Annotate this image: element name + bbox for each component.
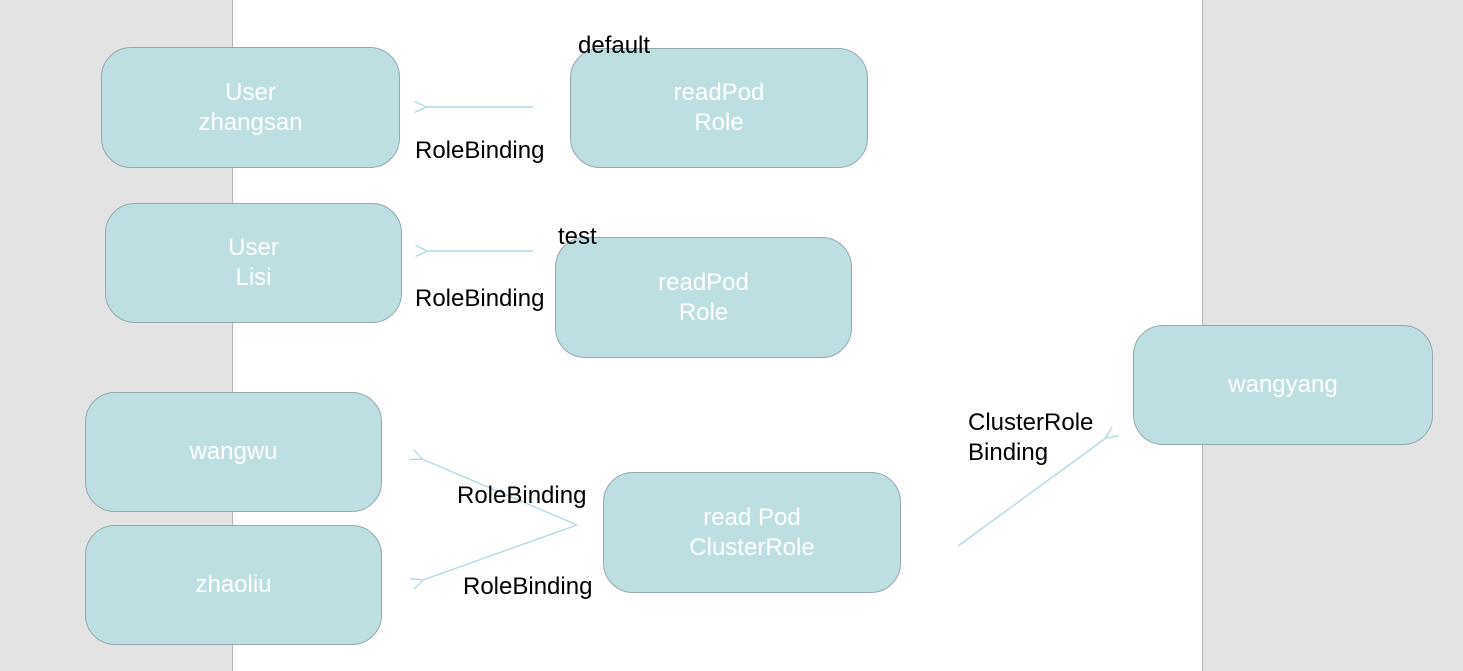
node-wangwu[interactable]: wangwu: [85, 392, 382, 512]
node-label-line: ClusterRole: [689, 533, 815, 561]
node-label-line: zhangsan: [198, 108, 303, 136]
label-rolebinding-wangwu[interactable]: RoleBinding: [457, 482, 587, 509]
label-clusterrolebinding-line1: ClusterRole: [968, 409, 1094, 436]
node-label-line: wangwu: [189, 438, 278, 465]
label-rolebinding-zhaoliu[interactable]: RoleBinding: [463, 573, 593, 600]
connector-clusterrolebinding-wangyang[interactable]: [957, 438, 1106, 547]
label-clusterrolebinding-line2: Binding: [968, 439, 1049, 466]
node-label-line: readPod: [673, 79, 765, 106]
node-label-line: User: [225, 78, 276, 106]
label-rolebinding-lisi[interactable]: RoleBinding: [415, 285, 545, 312]
label-clusterrolebinding[interactable]: ClusterRole Binding: [968, 408, 1093, 468]
node-readpod-role-default[interactable]: readPod Role: [570, 48, 868, 168]
node-readpod-clusterrole[interactable]: read Pod ClusterRole: [603, 472, 901, 593]
label-namespace-test[interactable]: test: [558, 223, 597, 250]
label-namespace-default[interactable]: default: [578, 32, 651, 59]
node-label-line: readPod: [658, 268, 749, 296]
node-wangyang[interactable]: wangyang: [1133, 325, 1433, 445]
node-readpod-role-test[interactable]: readPod Role: [555, 237, 852, 358]
connector-rolebinding-zhaoliu[interactable]: [423, 524, 578, 580]
node-user-lisi[interactable]: User Lisi: [105, 203, 402, 323]
node-user-zhangsan[interactable]: User zhangsan: [101, 47, 400, 168]
node-label-line: Lisi: [235, 264, 272, 291]
node-label-line: Role: [694, 109, 744, 136]
node-label-line: zhaoliu: [195, 571, 272, 598]
node-zhaoliu[interactable]: zhaoliu: [85, 525, 382, 645]
node-label-line: wangyang: [1228, 371, 1338, 398]
connector-rolebinding-wangwu[interactable]: [422, 459, 578, 526]
node-label-line: read Pod: [703, 503, 801, 531]
node-label-line: User: [228, 234, 279, 261]
label-rolebinding-zhangsan[interactable]: RoleBinding: [415, 137, 545, 164]
node-label-line: Role: [678, 298, 729, 326]
